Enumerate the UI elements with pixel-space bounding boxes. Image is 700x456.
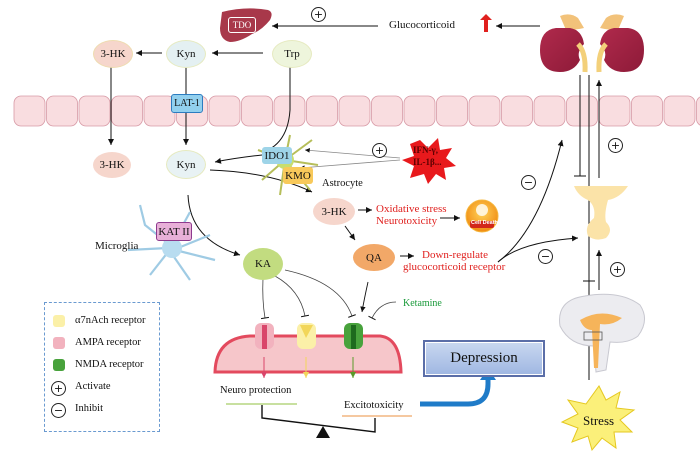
inhibit-icon: − [51, 403, 66, 418]
membrane-cell [631, 95, 663, 127]
excitotoxicity-label: Excitotoxicity [344, 400, 404, 411]
brain-icon [559, 293, 645, 373]
membrane-cell [78, 95, 111, 127]
membrane-cell [501, 95, 533, 127]
ampa-receptor-icon [53, 337, 65, 349]
depression-box: Depression [423, 340, 545, 377]
membrane-cell [436, 95, 468, 127]
kyn-node-top: Kyn [166, 40, 206, 68]
legend: α7nAch receptor AMPA receptor NMDA recep… [44, 302, 160, 432]
qa-node: QA [353, 244, 395, 271]
a7nach-receptor-icon [297, 323, 316, 349]
kmo-enzyme: KMO [283, 167, 313, 184]
a7nach-receptor-icon [53, 315, 65, 327]
cytokines-label-line1: IFN-γ, [413, 145, 438, 155]
cytokines-label-line2: IL-1β... [413, 157, 442, 167]
balance-scale [261, 405, 376, 433]
legend-item-ampa: AMPA receptor [75, 337, 141, 348]
legend-item-a7nach: α7nAch receptor [75, 315, 146, 326]
3hk-node-astrocyte: 3-HK [313, 198, 355, 225]
membrane-cell [111, 95, 143, 127]
microglia-label: Microglia [95, 240, 139, 252]
ketamine-label: Ketamine [403, 298, 442, 309]
kat2-enzyme: KAT II [156, 222, 192, 241]
tdo-enzyme-label: TDO [228, 17, 256, 33]
pituitary-icon [574, 186, 628, 240]
activate-icon: + [372, 143, 387, 158]
membrane-cell [13, 95, 46, 127]
membrane-cell [46, 95, 78, 127]
legend-item-nmda: NMDA receptor [75, 359, 144, 370]
membrane-cell [468, 95, 501, 127]
membrane-barrier [0, 95, 700, 129]
neuro-protection-label: Neuro protection [220, 385, 292, 396]
membrane-cell [241, 95, 273, 127]
down-regulate-label: Down-regulate [422, 249, 488, 261]
astrocyte-cell-icon [257, 134, 319, 196]
membrane-cell [663, 95, 696, 127]
cell-death-label: Cell Death [471, 220, 498, 226]
legend-item-activate: Activate [75, 381, 111, 392]
nmda-receptor-icon [53, 359, 65, 371]
membrane-cell [403, 95, 436, 127]
ka-node: KA [243, 248, 283, 280]
3hk-node-mid: 3-HK [93, 152, 131, 178]
membrane-cell [371, 95, 403, 127]
depression-arrow-icon [420, 378, 491, 407]
3hk-node-top: 3-HK [93, 40, 133, 68]
kyn-node-mid: Kyn [166, 150, 206, 179]
cytokine-burst-icon [402, 138, 456, 184]
membrane-cell [338, 95, 371, 127]
nmda-receptor-icon [344, 323, 363, 349]
stress-burst-icon [560, 385, 636, 452]
inhibit-icon: − [538, 249, 553, 264]
membrane-cell [598, 95, 631, 127]
activate-icon: + [51, 381, 66, 396]
gc-receptor-label: glucocorticoid receptor [403, 261, 506, 273]
ampa-receptor-icon [255, 323, 274, 349]
inhibit-icon: − [521, 175, 536, 190]
kidneys-adrenal-icon [540, 14, 644, 73]
activate-icon: + [311, 7, 326, 22]
activate-icon: + [608, 138, 623, 153]
depression-label: Depression [450, 350, 518, 366]
activate-icon: + [610, 262, 625, 277]
liver-icon [220, 8, 272, 42]
glucocorticoid-label: Glucocorticoid [389, 19, 455, 31]
lat1-transporter: LAT-1 [171, 94, 203, 113]
increase-arrow-icon [480, 14, 492, 32]
membrane-cell [208, 95, 241, 127]
neurotoxicity-label: Neurotoxicity [376, 215, 438, 227]
trp-node: Trp [272, 40, 312, 68]
ido1-enzyme: IDO1 [262, 147, 292, 164]
legend-item-inhibit: Inhibit [75, 403, 103, 414]
membrane-cell [696, 96, 700, 126]
oxidative-stress-label: Oxidative stress [376, 203, 447, 215]
membrane-cell [306, 95, 338, 127]
microglia-cell-icon [127, 204, 216, 281]
membrane-cell [566, 95, 598, 127]
membrane-cell [533, 95, 566, 127]
astrocyte-label: Astrocyte [322, 178, 363, 189]
stress-label: Stress [583, 413, 615, 428]
